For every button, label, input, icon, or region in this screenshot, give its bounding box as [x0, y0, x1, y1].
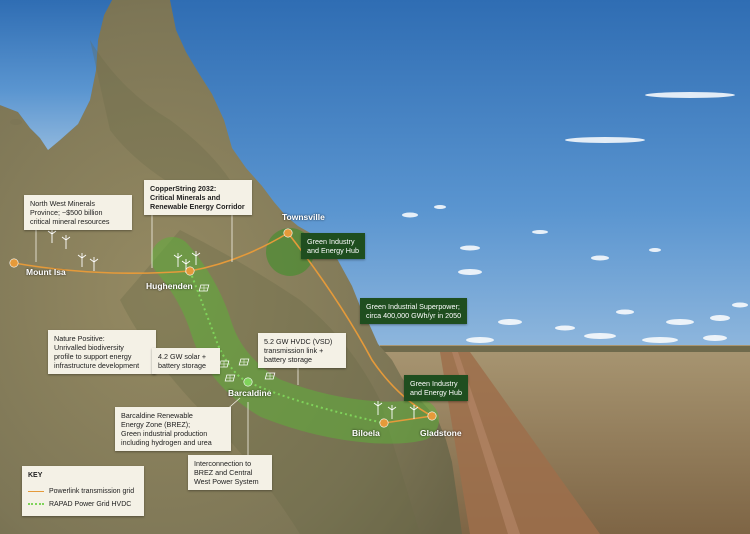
city-label-barcaldine: Barcaldine [228, 388, 272, 398]
solar-panel-icon [238, 358, 250, 366]
clouds [402, 92, 748, 343]
callout-solar: 4.2 GW solar + battery storage [152, 348, 220, 374]
hub-gladstone: Green Industry and Energy Hub [404, 375, 468, 401]
hub-townsville: Green Industry and Energy Hub [301, 233, 365, 259]
node-hughenden [185, 266, 195, 276]
key-row-powerlink: Powerlink transmission grid [28, 486, 134, 496]
solar-panel-icon [198, 284, 210, 292]
transmission-lines [13, 232, 433, 424]
node-barcaldine [243, 377, 253, 387]
key-row-rapad: RAPAD Power Grid HVDC [28, 499, 131, 509]
horizon-trees [380, 346, 750, 352]
wind-turbine-icon [409, 405, 419, 419]
key-title: KEY [28, 472, 43, 479]
callout-copperstring: CopperString 2032: Critical Minerals and… [144, 180, 252, 215]
hub-superpower: Green Industrial Superpower; circa 400,0… [360, 298, 468, 324]
road-track [452, 352, 520, 534]
asset-icons [47, 229, 419, 419]
powerlink-biloela-gladstone [383, 415, 433, 424]
key-powerlink-label: Powerlink transmission grid [49, 487, 135, 495]
callout-nature-positive: Nature Positive: Unrivalled biodiversity… [48, 330, 156, 374]
wind-turbine-icon [387, 405, 397, 419]
city-label-hughenden: Hughenden [146, 281, 193, 291]
map-nodes [9, 228, 437, 428]
city-label-biloela: Biloela [352, 428, 380, 438]
wind-turbine-icon [61, 235, 71, 249]
solar-panel-icon [224, 374, 236, 382]
wind-turbine-icon [89, 257, 99, 271]
terrain-shade-2 [90, 40, 230, 200]
key-rapad-label: RAPAD Power Grid HVDC [49, 500, 132, 508]
callout-hvdc: 5.2 GW HVDC (VSD) transmission link + ba… [258, 333, 346, 368]
node-mount-isa [9, 258, 19, 268]
node-gladstone [427, 411, 437, 421]
wind-turbine-icon [373, 401, 383, 415]
solar-panel-icon [218, 360, 230, 368]
node-biloela [379, 418, 389, 428]
callout-nw-minerals: North West Minerals Province; ~$500 bill… [24, 195, 132, 230]
powerlink-mount-isa-townsville [13, 232, 289, 275]
city-label-mount-isa: Mount Isa [26, 267, 66, 277]
dirt-road [440, 352, 600, 534]
gulf-water [0, 0, 112, 150]
city-label-gladstone: Gladstone [420, 428, 462, 438]
callout-brez: Barcaldine Renewable Energy Zone (BREZ);… [115, 407, 231, 451]
powerlink-swatch [28, 490, 44, 492]
callout-interconnection: Interconnection to BREZ and Central West… [188, 455, 272, 490]
map-key: KEY Powerlink transmission grid RAPAD Po… [22, 466, 144, 516]
callout-connectors [35, 206, 299, 455]
wind-turbine-icon [191, 251, 201, 265]
hvdc-line [189, 270, 385, 424]
city-label-townsville: Townsville [282, 212, 325, 222]
hvdc-swatch [28, 503, 44, 505]
wind-turbine-icon [173, 253, 183, 267]
node-townsville [283, 228, 293, 238]
island [10, 119, 22, 125]
wind-turbine-icon [77, 253, 87, 267]
solar-panel-icon [264, 372, 276, 380]
